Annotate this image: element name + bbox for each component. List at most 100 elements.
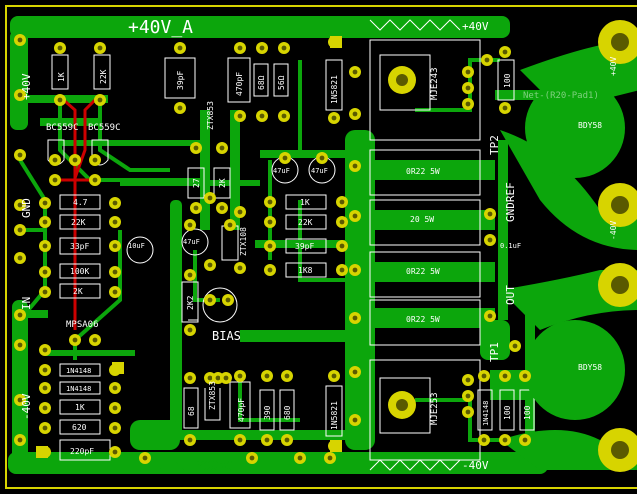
d-1n5821-a-label: 1N5821 (330, 75, 339, 104)
pad-drill (331, 373, 337, 379)
pad-drill (72, 157, 78, 163)
pos-rail-label: +40V_A (128, 17, 193, 38)
pad-drill (259, 45, 265, 51)
pad-drill (339, 243, 345, 249)
r-620-label: 620 (72, 423, 87, 432)
tp2-label: TP2 (488, 135, 501, 155)
pad-drill (187, 437, 193, 443)
pad-drill (352, 315, 358, 321)
r-100-b-label: 100 (503, 405, 512, 420)
pad-drill (237, 209, 243, 215)
pad-drill (42, 200, 48, 206)
c-470pf-b-label: 470pF (237, 398, 246, 422)
pad-drill (465, 85, 471, 91)
r-1k-a-label: 1K (57, 72, 66, 82)
r-22k-b-label: 22K (298, 218, 313, 227)
silk-text-vertical: +40V GND IN -40V TP2 GNDREF OUT TP1 1K 2… (20, 57, 618, 430)
pad-drill (237, 437, 243, 443)
bc559-1-label: BC559C (46, 123, 79, 133)
ztx108-label: ZTX108 (239, 227, 248, 256)
pad-drill (249, 455, 255, 461)
pad-drill (42, 385, 48, 391)
pad-drill (284, 437, 290, 443)
pad-drill (42, 269, 48, 275)
c-39pf-a-label: 39pF (176, 71, 185, 90)
pad-drill (237, 113, 243, 119)
pad-drill (52, 177, 58, 183)
pad-drill (52, 157, 58, 163)
pad-drill (352, 417, 358, 423)
big-pads (388, 20, 637, 472)
pad-drill (17, 202, 23, 208)
r-27-label: 27 (192, 178, 201, 188)
ztx853-a-label: ZTX853 (206, 101, 215, 130)
pad-drill (327, 455, 333, 461)
left-gnd-label: GND (20, 198, 33, 218)
bdy58-a-label: BDY58 (578, 121, 602, 130)
square-pad (112, 362, 124, 374)
net-r20-label: Net-(R20-Pad1) (523, 91, 599, 101)
mje253-label: MJE253 (430, 392, 440, 425)
c-470pf-a-label: 470pF (235, 72, 244, 96)
author-label: JEFF YOUNG (159, 459, 232, 473)
pad-drill (339, 219, 345, 225)
pr-0r22-a-label: 0R22 5W (406, 167, 440, 176)
pad-drill (237, 373, 243, 379)
r-1k-label: 1K (300, 198, 310, 207)
c-47uf-a-label: 47uF (183, 238, 200, 246)
pad-drill (17, 37, 23, 43)
r-22k-label: 22K (99, 69, 108, 84)
pad-drill (487, 313, 493, 319)
board-outline (5, 5, 637, 489)
pad-drill (267, 267, 273, 273)
pad-drill (481, 437, 487, 443)
pad-drill (487, 211, 493, 217)
pad-drill (193, 145, 199, 151)
pad-drill (484, 57, 490, 63)
pad-drill (112, 385, 118, 391)
d-1n5821-b-label: 1N5821 (330, 401, 339, 430)
r-2k-v-label: 2K (218, 178, 227, 188)
d-1n4148-a-label: 1N4148 (66, 367, 91, 375)
mje243-label: MJE243 (430, 67, 440, 100)
pad-drill (17, 342, 23, 348)
pad-drill (465, 409, 471, 415)
pad-drill (97, 97, 103, 103)
r-47-label: 4.7 (73, 198, 88, 207)
pad-drill (465, 101, 471, 107)
pad-drill (207, 375, 213, 381)
pad-drill (42, 219, 48, 225)
r-1k8-label: 1K8 (298, 266, 313, 275)
pad-drill (92, 177, 98, 183)
r-22k-a-label: 22K (71, 218, 86, 227)
pad-drill (193, 205, 199, 211)
c-47uf-c-label: 47uF (311, 167, 328, 175)
pad-drill (72, 337, 78, 343)
pad-drill (57, 45, 63, 51)
pad-drill (42, 405, 48, 411)
pos-rail-right-label: +40V (462, 20, 489, 33)
r-680-label: 680 (283, 405, 292, 420)
pad-drill (522, 437, 528, 443)
pad-drill (42, 289, 48, 295)
pad-drill (57, 97, 63, 103)
pad-drill (339, 267, 345, 273)
big-pos-label: +40V (609, 57, 618, 76)
pad-drill (17, 152, 23, 158)
pad-drill (465, 393, 471, 399)
pad-drill (267, 199, 273, 205)
pad-drill (502, 373, 508, 379)
pad-drill (352, 267, 358, 273)
pad-drill (352, 69, 358, 75)
pad-drill (352, 213, 358, 219)
pad-drill (225, 297, 231, 303)
pad-drill (284, 373, 290, 379)
pad-drill (112, 219, 118, 225)
pad-drill (281, 45, 287, 51)
c-39pf-b-label: 39pF (295, 242, 314, 251)
pad-drill (112, 405, 118, 411)
pr-20-label: 20 5W (410, 215, 434, 224)
pad-drill (219, 205, 225, 211)
pad-drill (352, 111, 358, 117)
